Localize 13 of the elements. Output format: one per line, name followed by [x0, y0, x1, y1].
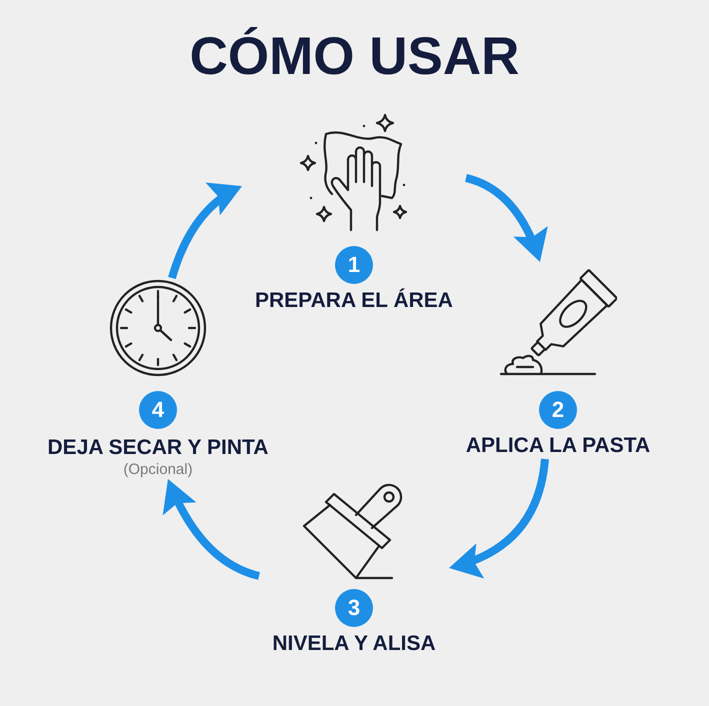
step-label: DEJA SECAR Y PINTA: [48, 435, 268, 461]
step-number: 4: [139, 391, 177, 429]
curved-arrow: [168, 182, 244, 280]
step-number: 2: [539, 391, 577, 429]
curved-arrow: [464, 174, 547, 264]
step-label: PREPARA EL ÁREA: [255, 288, 453, 314]
curved-arrow: [448, 458, 549, 578]
step-number: 1: [335, 246, 373, 284]
step-label: APLICA LA PASTA: [466, 433, 650, 459]
curved-arrow: [164, 477, 260, 580]
step-label: NIVELA Y ALISA: [272, 631, 436, 657]
step-note: (Opcional): [123, 461, 193, 479]
step-number: 3: [335, 589, 373, 627]
